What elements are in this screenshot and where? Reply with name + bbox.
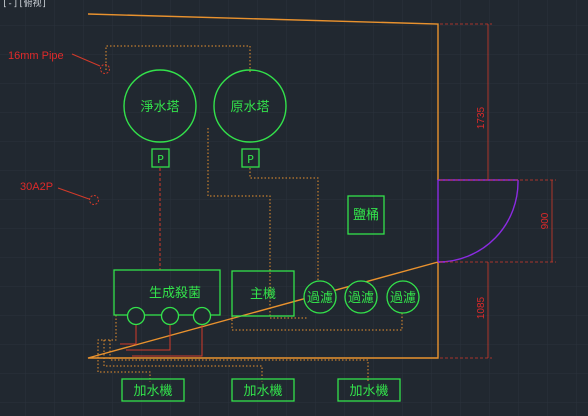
sterilizer-port-3 [192, 306, 212, 326]
dotted-pipes [97, 45, 403, 382]
filter-1-label: 過濾 [307, 291, 333, 306]
outlet-marker-icon [89, 195, 99, 205]
sterilizer-label: 生成殺菌 [149, 286, 201, 301]
pure-water-pump[interactable]: P [151, 148, 170, 168]
callout-16mm-pipe [71, 53, 110, 74]
dimension-lines [440, 23, 556, 359]
callout-30a2p [57, 187, 99, 205]
room-outline [87, 13, 439, 359]
sterilizer-unit[interactable]: 生成殺菌 [113, 269, 221, 326]
raw-water-tower-label: 原水塔 [230, 100, 269, 115]
raw-water-pump[interactable]: P [241, 148, 260, 168]
sterilizer-port-1 [126, 306, 146, 326]
viewport-label[interactable]: [-][俯视] [2, 0, 47, 9]
salt-tank[interactable]: 鹽桶 [347, 195, 385, 235]
main-unit-label: 主機 [250, 287, 276, 302]
water-dispenser-1[interactable]: 加水機 [121, 378, 185, 402]
water-dispenser-3-label: 加水機 [349, 384, 388, 399]
sterilizer-port-2 [160, 306, 180, 326]
water-dispenser-1-label: 加水機 [133, 384, 172, 399]
raw-water-pump-label: P [247, 153, 254, 166]
dimension-top-span: 1735 [476, 106, 487, 129]
dimension-door-width: 900 [540, 212, 551, 229]
filter-1[interactable]: 過濾 [303, 280, 337, 314]
water-dispenser-3[interactable]: 加水機 [337, 378, 401, 402]
pure-water-pump-label: P [157, 153, 164, 166]
pure-water-tower-label: 淨水塔 [140, 100, 179, 115]
filter-2-label: 過濾 [348, 291, 374, 306]
pipe-marker-icon [100, 64, 110, 74]
callout-30a2p-label: 30A2P [20, 181, 53, 193]
filter-3-label: 過濾 [390, 291, 416, 306]
main-unit[interactable]: 主機 [231, 270, 295, 317]
red-pipes [120, 324, 203, 357]
filter-3[interactable]: 過濾 [386, 280, 420, 314]
water-dispenser-2-label: 加水機 [243, 384, 282, 399]
filter-2[interactable]: 過濾 [344, 280, 378, 314]
salt-tank-label: 鹽桶 [353, 208, 379, 223]
pure-water-tower[interactable]: 淨水塔 [123, 69, 197, 143]
raw-water-tower[interactable]: 原水塔 [213, 69, 287, 143]
water-dispenser-2[interactable]: 加水機 [231, 378, 295, 402]
dimension-bottom-span: 1085 [476, 296, 487, 319]
callout-16mm-pipe-label: 16mm Pipe [8, 50, 64, 62]
